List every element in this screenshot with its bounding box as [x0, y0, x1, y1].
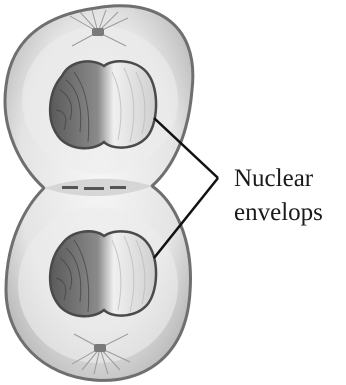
- centriole: [94, 344, 106, 352]
- label-line-2: envelops: [234, 199, 323, 226]
- label-line-1: Nuclear: [234, 165, 314, 192]
- label-nuclear-envelops: Nuclear envelops: [234, 165, 323, 226]
- centriole: [92, 28, 104, 36]
- dividing-cell: [5, 6, 193, 381]
- lower-nucleus: [50, 231, 156, 316]
- upper-nucleus: [50, 61, 156, 148]
